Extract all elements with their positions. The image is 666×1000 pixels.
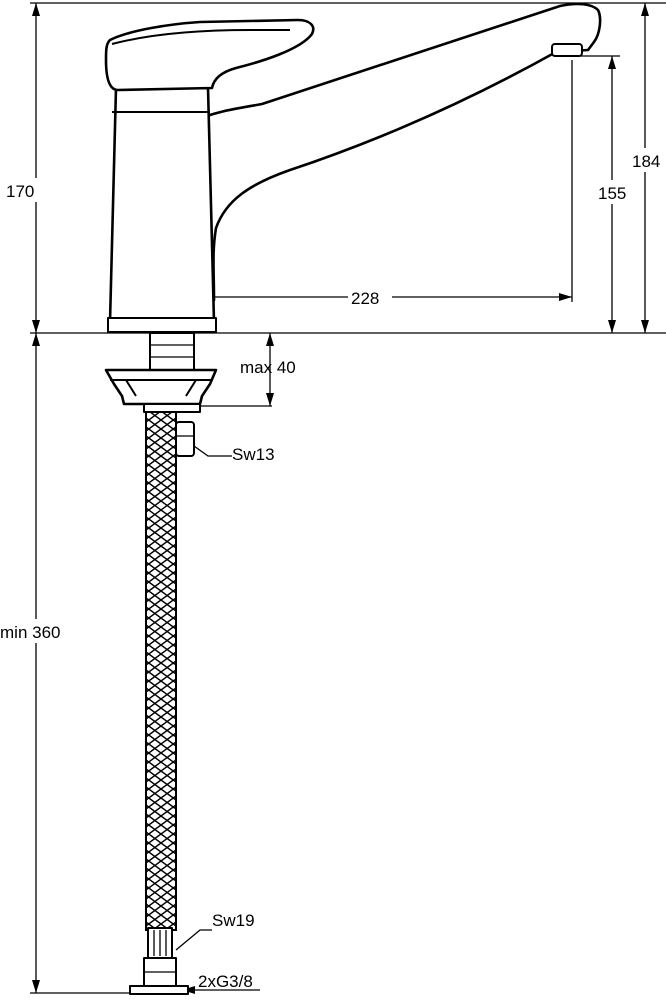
label-sw19: Sw19 — [212, 911, 255, 930]
label-max-mounting: max 40 — [240, 358, 296, 377]
braided-hose — [129, 411, 189, 995]
label-body-height: 170 — [6, 182, 34, 201]
label-min-hose-length: min 360 — [0, 623, 60, 642]
leader-lines — [175, 445, 260, 991]
body-column — [108, 86, 216, 324]
base-ring — [107, 317, 217, 333]
aerator — [551, 43, 583, 57]
mounting-nut — [143, 403, 201, 413]
label-sw13: Sw13 — [232, 445, 275, 464]
label-spout-height: 155 — [598, 184, 626, 203]
label-hose-connection: 2xG3/8 — [198, 972, 253, 991]
mounting-bracket — [104, 368, 218, 406]
faucet-body — [104, 2, 602, 333]
sw13-nut — [175, 421, 195, 457]
label-total-height: 184 — [632, 152, 660, 171]
label-spout-reach: 228 — [351, 289, 379, 308]
dimension-labels: 170 184 155 228 max 40 min 360 Sw13 Sw19… — [0, 148, 666, 991]
mounting-hardware — [104, 332, 218, 457]
